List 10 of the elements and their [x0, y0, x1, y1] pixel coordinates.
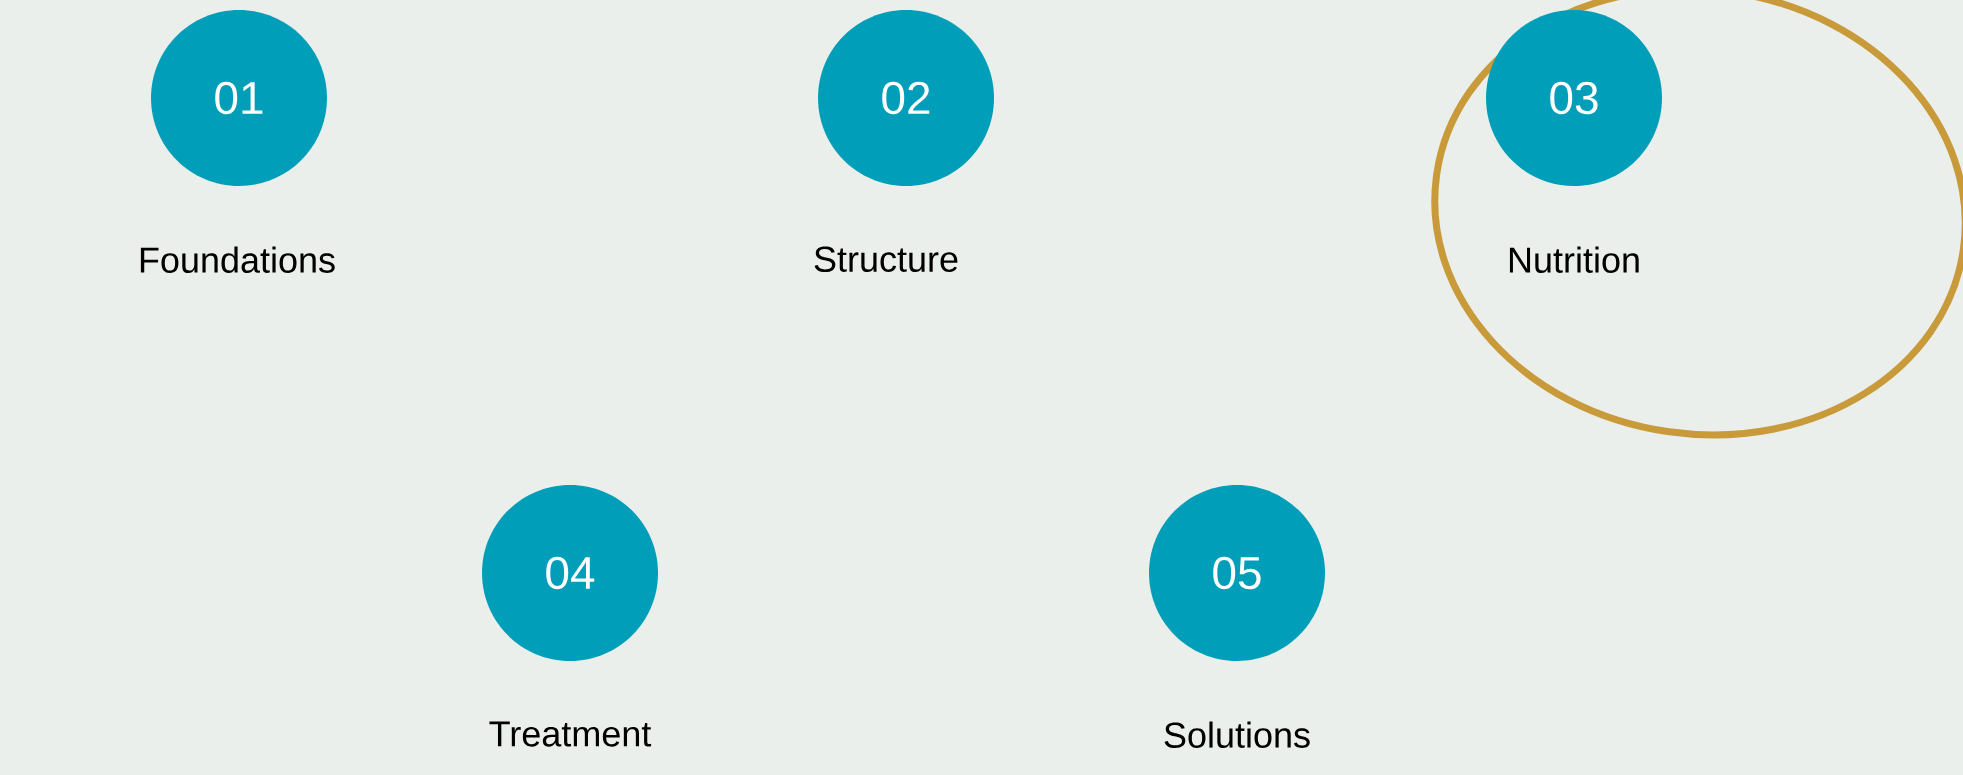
step-number: 03 [1486, 10, 1662, 186]
step-label: Structure [814, 246, 958, 272]
step-number: 02 [818, 10, 994, 186]
step-number: 05 [1149, 485, 1325, 661]
step-label: Nutrition [1509, 246, 1639, 273]
step-number: 04 [482, 485, 658, 661]
step-label: Treatment [489, 721, 652, 747]
step-number: 01 [151, 10, 327, 186]
step-label: Foundations [140, 246, 335, 273]
step-label: Solutions [1164, 721, 1310, 748]
